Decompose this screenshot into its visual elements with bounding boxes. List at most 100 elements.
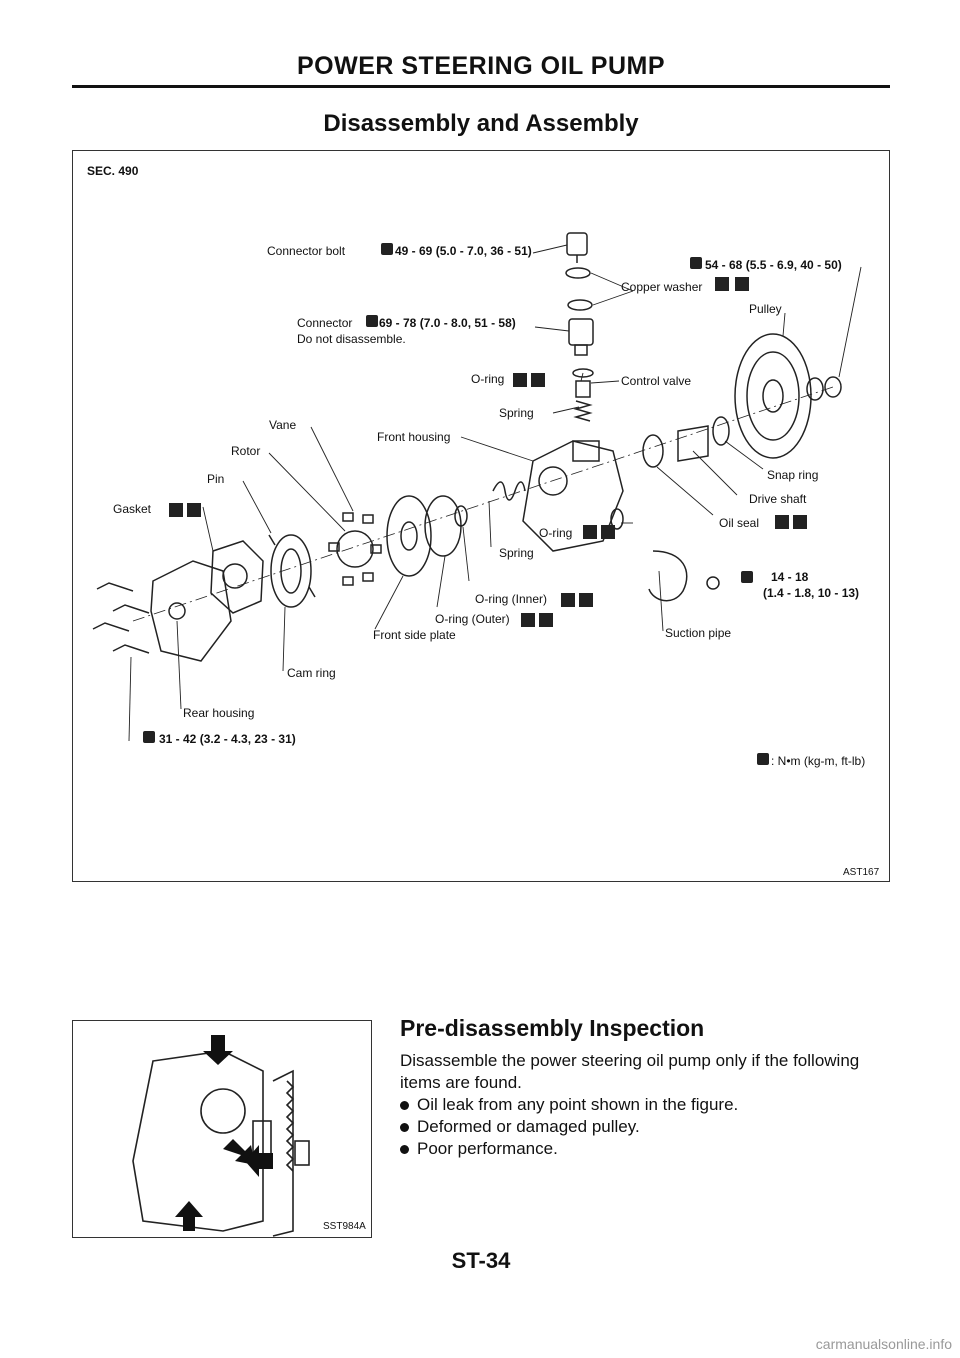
inspection-figure: SST984A bbox=[72, 1020, 372, 1238]
header-rule bbox=[72, 85, 890, 88]
torque-icons bbox=[143, 243, 807, 765]
pipe-torque-line2: (1.4 - 1.8, 10 - 13) bbox=[763, 586, 859, 600]
snap-ring-label: Snap ring bbox=[767, 468, 818, 482]
bullet-icon bbox=[400, 1145, 409, 1154]
pump-body-drawing bbox=[132, 1050, 264, 1232]
front-housing-part bbox=[522, 440, 624, 552]
leader-lines bbox=[128, 244, 862, 742]
suction-pipe-label: Suction pipe bbox=[665, 626, 731, 640]
gasket-label: Gasket bbox=[113, 502, 152, 516]
connector-bolt-label: Connector bolt bbox=[267, 244, 346, 258]
oil-seal-part bbox=[642, 434, 664, 468]
connector-bolt-part bbox=[566, 232, 588, 256]
torque-wrench-icon bbox=[741, 571, 753, 583]
apply-fluid-icon bbox=[187, 503, 201, 517]
section-title: Disassembly and Assembly bbox=[323, 110, 639, 137]
page-header: POWER STEERING OIL PUMP bbox=[296, 52, 666, 80]
pipe-torque-line1: 14 - 18 bbox=[771, 570, 809, 584]
torque-wrench-icon bbox=[690, 257, 702, 269]
cam-ring-label: Cam ring bbox=[287, 666, 336, 680]
front-side-plate-part bbox=[386, 495, 432, 577]
vane-label: Vane bbox=[269, 418, 296, 432]
sec-label: SEC. 490 bbox=[87, 164, 139, 178]
mounting-bolt-part bbox=[96, 582, 134, 592]
pulley-edge-drawing bbox=[272, 1069, 294, 1237]
watermark[interactable]: carmanualsonline.info bbox=[815, 1336, 952, 1352]
torque-wrench-icon bbox=[757, 753, 769, 765]
front-housing-label: Front housing bbox=[377, 430, 450, 444]
replace-part-icon bbox=[583, 525, 597, 539]
apply-fluid-icon bbox=[579, 593, 593, 607]
arrow-diagonal-icon bbox=[223, 1139, 255, 1165]
gasket-part bbox=[210, 540, 264, 614]
oring-outer-part bbox=[424, 495, 462, 557]
rotor-part bbox=[336, 530, 374, 568]
connector-part bbox=[568, 318, 594, 346]
rear-housing-label: Rear housing bbox=[183, 706, 254, 720]
bullet-icon bbox=[400, 1101, 409, 1110]
torque-wrench-icon bbox=[143, 731, 155, 743]
drive-shaft-part bbox=[677, 425, 709, 462]
rear-housing-part bbox=[150, 560, 232, 662]
do-not-disassemble-label: Do not disassemble. bbox=[297, 332, 406, 346]
pin-label: Pin bbox=[207, 472, 224, 486]
replace-part-icon bbox=[169, 503, 183, 517]
replace-part-icon bbox=[521, 613, 535, 627]
suction-pipe-part bbox=[648, 550, 688, 602]
connector-label: Connector bbox=[297, 316, 352, 330]
pulley-torque: 54 - 68 (5.5 - 6.9, 40 - 50) bbox=[705, 258, 842, 272]
unit-legend: : N•m (kg-m, ft-lb) bbox=[771, 754, 865, 768]
list-item: Deformed or damaged pulley. bbox=[400, 1116, 890, 1138]
connector-bolt-torque: 49 - 69 (5.0 - 7.0, 36 - 51) bbox=[395, 244, 532, 258]
inspection-title: Pre-disassembly Inspection bbox=[400, 1015, 705, 1041]
snap-ring-part bbox=[712, 416, 730, 446]
figure-id: AST167 bbox=[843, 867, 880, 878]
page-number: ST-34 bbox=[451, 1248, 511, 1273]
replace-part-icon bbox=[775, 515, 789, 529]
spring-part bbox=[573, 400, 593, 422]
connector-torque: 69 - 78 (7.0 - 8.0, 51 - 58) bbox=[379, 316, 516, 330]
apply-fluid-icon bbox=[735, 277, 749, 291]
replace-part-icon bbox=[715, 277, 729, 291]
inspection-intro: Disassemble the power steering oil pump … bbox=[400, 1051, 860, 1092]
cam-ring-part bbox=[270, 534, 312, 608]
torque-wrench-icon bbox=[366, 315, 378, 327]
control-valve-label: Control valve bbox=[621, 374, 691, 388]
copper-washer-label: Copper washer bbox=[621, 280, 702, 294]
bullet-icon bbox=[400, 1123, 409, 1132]
drive-shaft-label: Drive shaft bbox=[749, 492, 807, 506]
exploded-view-diagram: SEC. 490 Connector bolt 49 - 69 (5.0 - 7… bbox=[72, 150, 890, 882]
arrow-up-icon bbox=[175, 1201, 203, 1231]
front-side-plate-label: Front side plate bbox=[373, 628, 456, 642]
spring-top-label: Spring bbox=[499, 406, 534, 420]
oring-inner-label: O-ring (Inner) bbox=[475, 592, 547, 606]
apply-fluid-icon bbox=[531, 373, 545, 387]
apply-fluid-icon bbox=[539, 613, 553, 627]
pump-parts-drawing bbox=[92, 232, 842, 662]
replace-part-icon bbox=[561, 593, 575, 607]
oring-top-label: O-ring bbox=[471, 372, 504, 386]
spring-mid-part bbox=[492, 481, 526, 501]
list-item: Oil leak from any point shown in the fig… bbox=[400, 1094, 890, 1116]
pulley-label: Pulley bbox=[749, 302, 782, 316]
rotor-label: Rotor bbox=[231, 444, 260, 458]
leak-point-arrows bbox=[175, 1035, 273, 1231]
pulley-nut-part bbox=[824, 376, 842, 398]
inspection-list: Oil leak from any point shown in the fig… bbox=[400, 1094, 890, 1160]
figure-id: SST984A bbox=[323, 1221, 366, 1232]
pump-port-drawing bbox=[200, 1088, 246, 1134]
oring-part bbox=[572, 368, 594, 378]
inspection-section: Pre-disassembly Inspection Disassemble t… bbox=[400, 1015, 890, 1160]
pulley-part bbox=[734, 333, 812, 459]
apply-fluid-icon bbox=[601, 525, 615, 539]
arrow-down-icon bbox=[203, 1035, 233, 1065]
oring-mid-label: O-ring bbox=[539, 526, 572, 540]
apply-fluid-icon bbox=[793, 515, 807, 529]
pulley-nut-drawing bbox=[294, 1140, 310, 1166]
spring-mid-label: Spring bbox=[499, 546, 534, 560]
copper-washer-part bbox=[565, 267, 591, 279]
arrow-left-icon bbox=[245, 1145, 273, 1177]
list-item: Poor performance. bbox=[400, 1138, 890, 1160]
oil-seal-label: Oil seal bbox=[719, 516, 759, 530]
control-valve-part bbox=[575, 380, 591, 398]
